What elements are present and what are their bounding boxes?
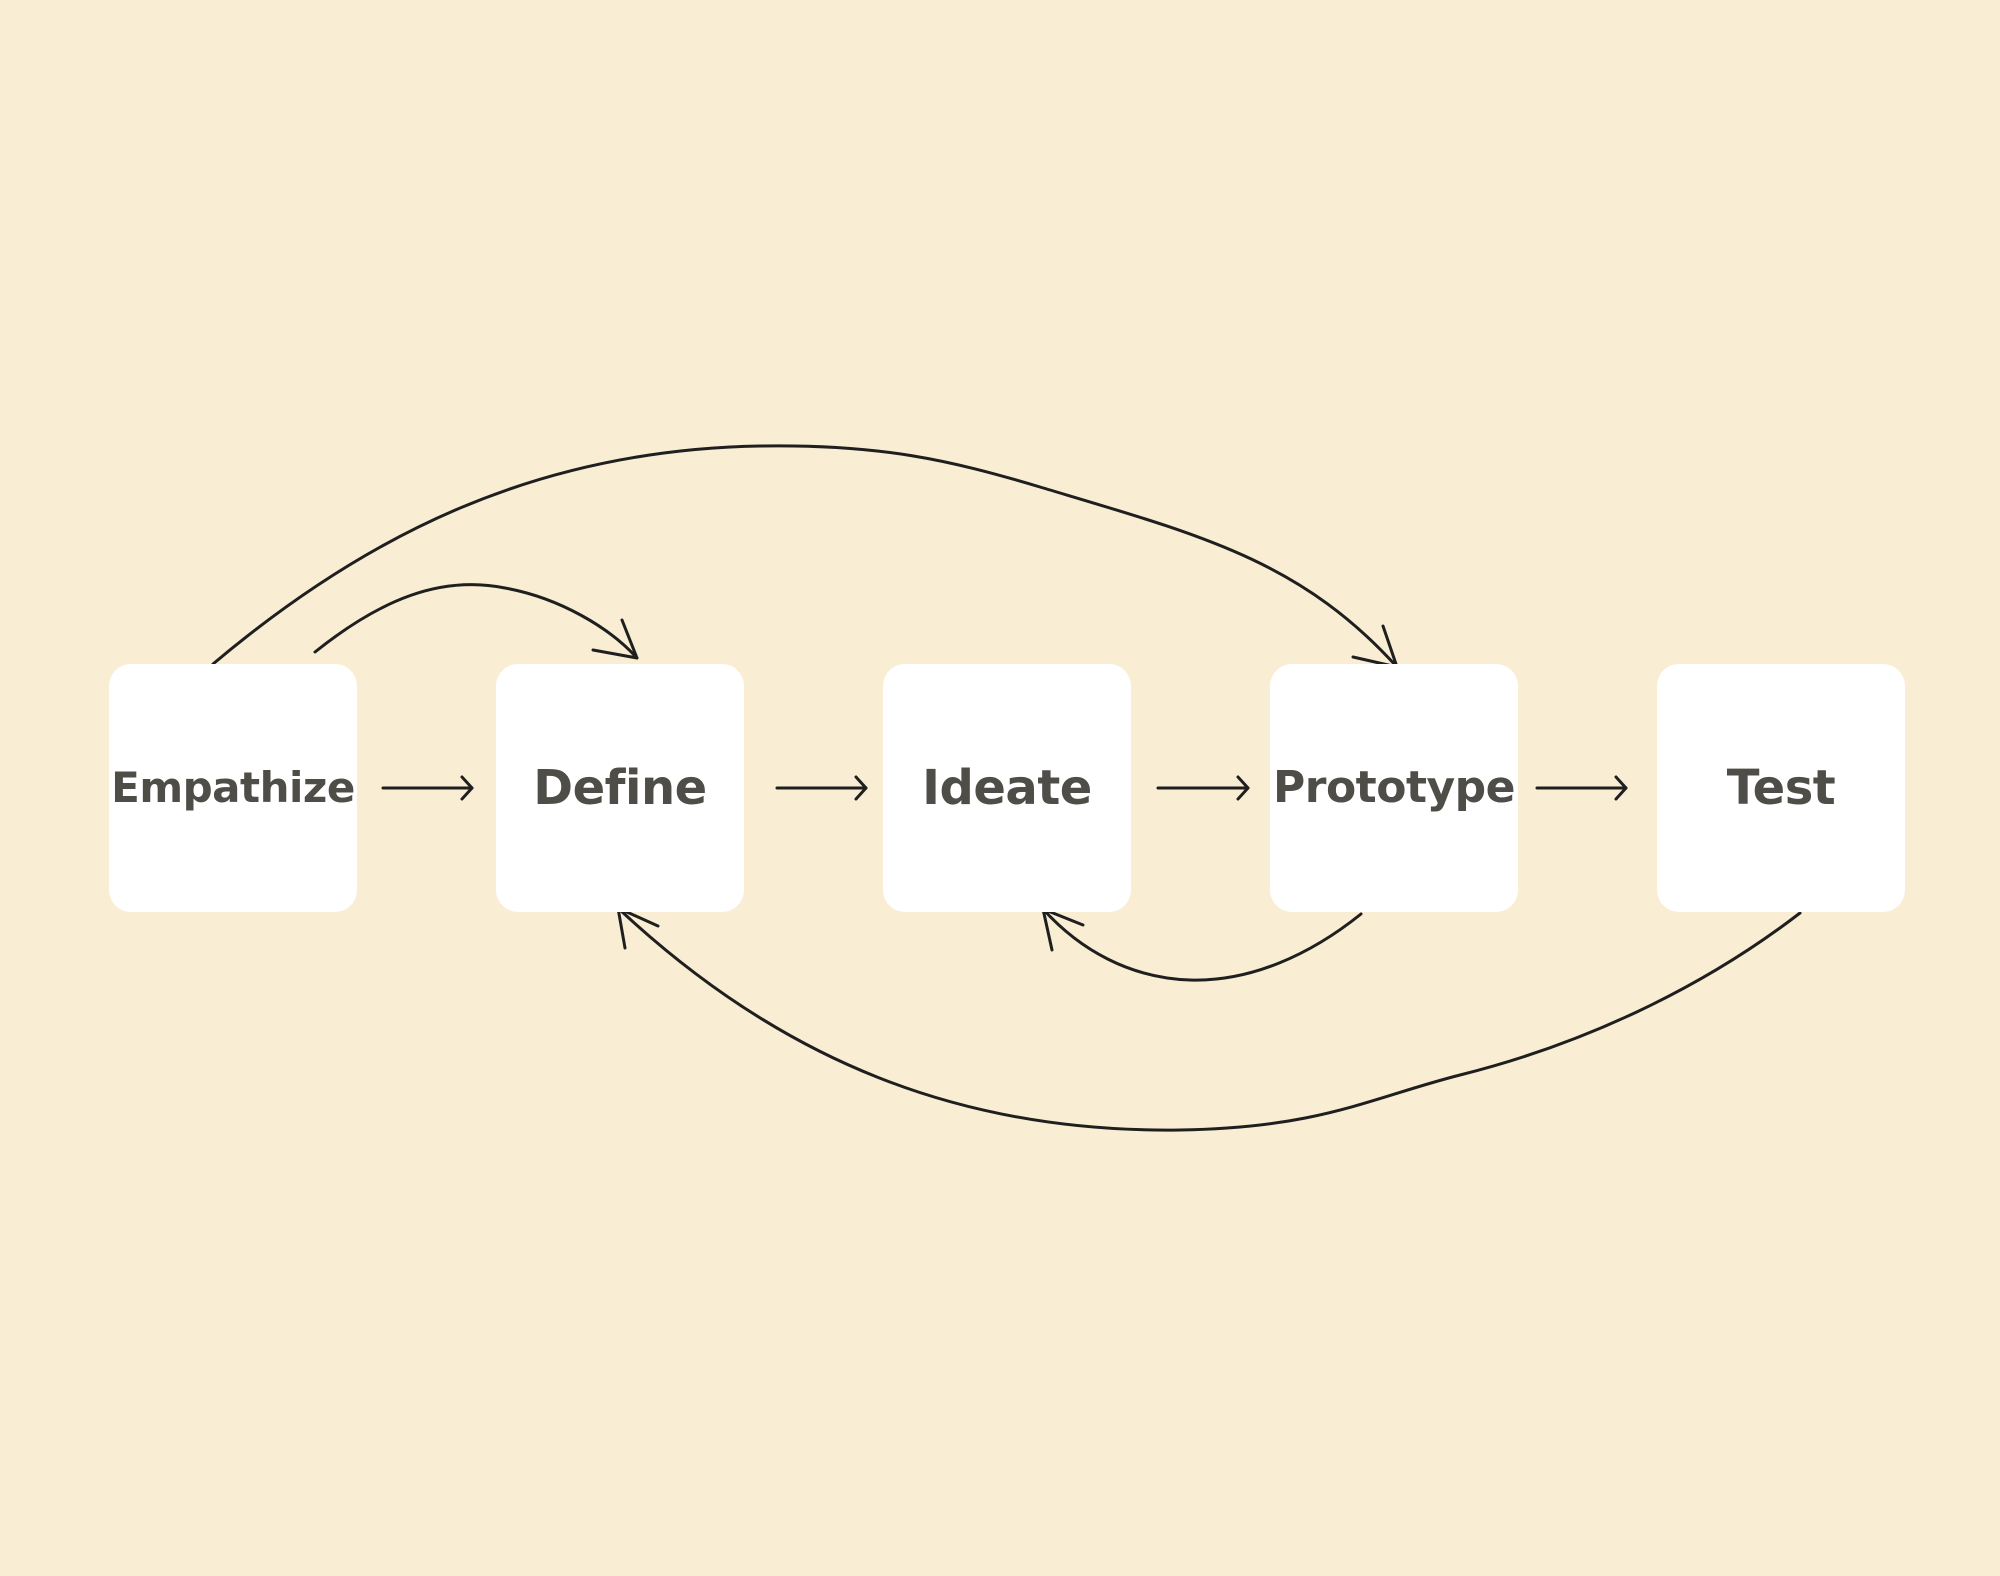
node-test: Test [1657, 664, 1905, 912]
node-label-prototype: Prototype [1273, 762, 1516, 813]
arrow-ideate-to-prototype [1156, 775, 1250, 801]
node-label-test: Test [1726, 760, 1836, 816]
node-define: Define [496, 664, 744, 912]
curve-test-to-define [616, 906, 1802, 1132]
node-label-define: Define [533, 760, 707, 816]
node-ideate: Ideate [883, 664, 1131, 912]
node-prototype: Prototype [1270, 664, 1518, 912]
curve-empathize-to-prototype [211, 444, 1399, 669]
curve-empathize-to-define [313, 583, 639, 660]
arrow-define-to-ideate [775, 775, 868, 801]
node-label-empathize: Empathize [111, 763, 355, 812]
arrow-prototype-to-test [1535, 775, 1628, 801]
arrow-empathize-to-define [381, 775, 474, 801]
curve-prototype-to-ideate [1041, 907, 1363, 982]
node-label-ideate: Ideate [922, 760, 1092, 816]
node-empathize: Empathize [109, 664, 357, 912]
